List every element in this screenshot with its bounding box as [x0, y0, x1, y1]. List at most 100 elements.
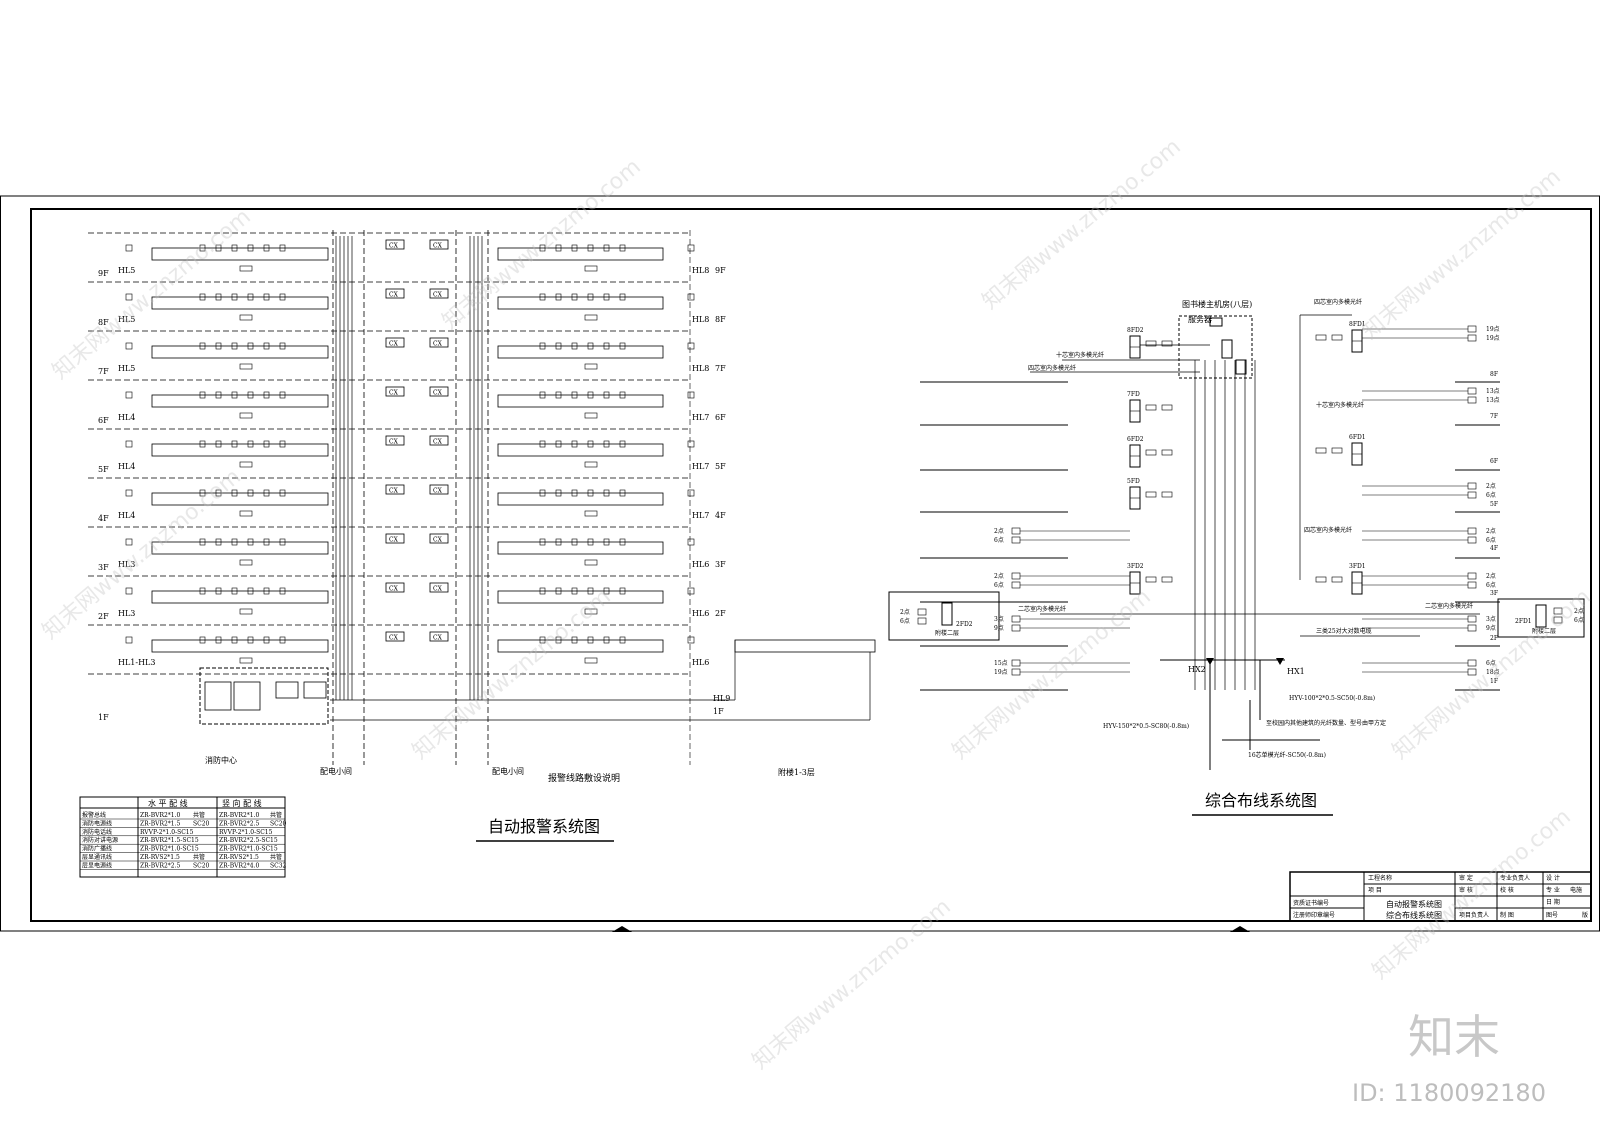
detector-loop-right: [497, 345, 664, 359]
table-h-horizontal: 水 平 配 线: [148, 798, 188, 808]
hl9-floor: 1F: [713, 707, 724, 716]
detector-symbol: [539, 636, 546, 644]
detector-symbol: [199, 440, 206, 448]
hl9-label: HL9: [713, 694, 730, 703]
module-box: [584, 265, 598, 272]
cx-label: CX: [433, 390, 443, 397]
detector-symbol: [199, 391, 206, 399]
detector-symbol: [555, 391, 562, 399]
module-box: [584, 559, 598, 566]
detector-symbol: [263, 342, 270, 350]
cx-box: [429, 435, 449, 446]
loop-label-left: HL5: [118, 315, 135, 324]
cx-label: CX: [433, 635, 443, 642]
detector-symbol: [539, 293, 546, 301]
tb-pro: 专 业: [1546, 886, 1560, 894]
cx-box: [429, 631, 449, 642]
detector-symbol: [279, 342, 286, 350]
floor-label-right: 2F: [715, 609, 726, 618]
table-cell: 消防电话线: [82, 828, 112, 836]
detector-symbol: [263, 538, 270, 546]
table-cell: 共管: [270, 853, 282, 861]
watermark-text: 知末网www.znzmo.com: [1388, 584, 1596, 764]
detector-symbol: [555, 489, 562, 497]
terminal-box: [125, 587, 133, 595]
detector-symbol: [603, 489, 610, 497]
cx-label: CX: [389, 341, 399, 348]
detector-symbol: [571, 293, 578, 301]
table-cell: 消防广播线: [82, 845, 112, 853]
detector-loop-right: [497, 443, 664, 457]
loop-label-left: HL4: [118, 413, 135, 422]
loop-label-right: HL6: [692, 560, 709, 569]
fiber-10b-label: 十芯室内多模光纤: [1316, 401, 1364, 409]
patch-module: [1161, 449, 1173, 456]
detector-symbol: [247, 391, 254, 399]
control-panel: [303, 681, 327, 699]
cable-hyv150: HYV-150*2*0.5-SC80(-0.8m): [1103, 723, 1189, 730]
terminal-box: [687, 636, 695, 644]
loop-label-right: HL7: [692, 511, 709, 520]
info-outlet: [1467, 624, 1477, 632]
cx-label: CX: [389, 635, 399, 642]
patch-module: [1161, 340, 1173, 347]
cx-box: [385, 337, 405, 348]
cx-box: [385, 435, 405, 446]
tb-cert2: 资质证书编号: [1293, 899, 1329, 907]
annex-detector-loop: [734, 639, 876, 653]
detector-symbol: [619, 636, 626, 644]
module-box: [239, 657, 253, 664]
tb-check: 校 核: [1500, 886, 1514, 894]
detector-symbol: [215, 440, 222, 448]
detector-symbol: [279, 391, 286, 399]
annex-label: 附楼1-3层: [778, 767, 815, 777]
patch-module: [1161, 491, 1173, 498]
detector-symbol: [247, 587, 254, 595]
table-cell: 消防电源线: [82, 819, 112, 827]
cx-box: [429, 239, 449, 250]
detector-symbol: [199, 636, 206, 644]
floor-label-right: 5F: [715, 462, 726, 471]
detector-symbol: [587, 244, 594, 252]
table-cell: 共管: [270, 811, 282, 819]
fd-label: 3FD2: [1127, 563, 1144, 570]
table-cell: 共管: [193, 811, 205, 819]
detector-symbol: [619, 587, 626, 595]
annex-2-label: 附楼二层: [935, 629, 959, 637]
cx-label: CX: [433, 537, 443, 544]
cx-box: [385, 484, 405, 495]
detector-symbol: [571, 244, 578, 252]
detector-loop-right: [497, 590, 664, 604]
module-box: [584, 314, 598, 321]
cx-label: CX: [433, 439, 443, 446]
detector-symbol: [587, 293, 594, 301]
cx-label: CX: [389, 243, 399, 250]
fiber-4b-label: 四芯室内多模光纤: [1314, 298, 1362, 306]
info-outlet: [1467, 334, 1477, 342]
table-cell: RVVP-2*1.0-SC15: [140, 829, 194, 836]
patch-module: [1331, 334, 1343, 341]
table-cell: ZR-RVS2*1.5: [219, 854, 259, 861]
fiber-16-label: 16芯单模光纤-SC50(-0.8m): [1248, 751, 1326, 759]
detector-symbol: [215, 244, 222, 252]
title-block: 工程名称 项 目 审 定 专业负责人 设 计 自动报警系统图 综合布线系统图 审…: [1289, 871, 1592, 922]
detector-symbol: [603, 636, 610, 644]
loop-label-left: HL5: [118, 266, 135, 275]
detector-symbol: [231, 293, 238, 301]
fd-label: 8FD2: [1127, 327, 1144, 334]
detector-symbol: [215, 293, 222, 301]
terminal-box: [125, 489, 133, 497]
cable-note: 报警线路敷设说明: [548, 772, 620, 784]
loop-label-left: HL4: [118, 511, 135, 520]
detector-symbol: [555, 636, 562, 644]
detector-loop-left: [151, 247, 329, 261]
info-outlet: [1467, 659, 1477, 667]
fiber-4a-label: 四芯室内多模光纤: [1028, 364, 1076, 372]
server-box: [1209, 317, 1223, 327]
terminal-box: [125, 244, 133, 252]
detector-symbol: [555, 293, 562, 301]
annex-2-box: [888, 591, 1000, 641]
tb-sheet-title-1: 自动报警系统图: [1386, 899, 1442, 909]
table-cell: SC20: [193, 862, 210, 869]
